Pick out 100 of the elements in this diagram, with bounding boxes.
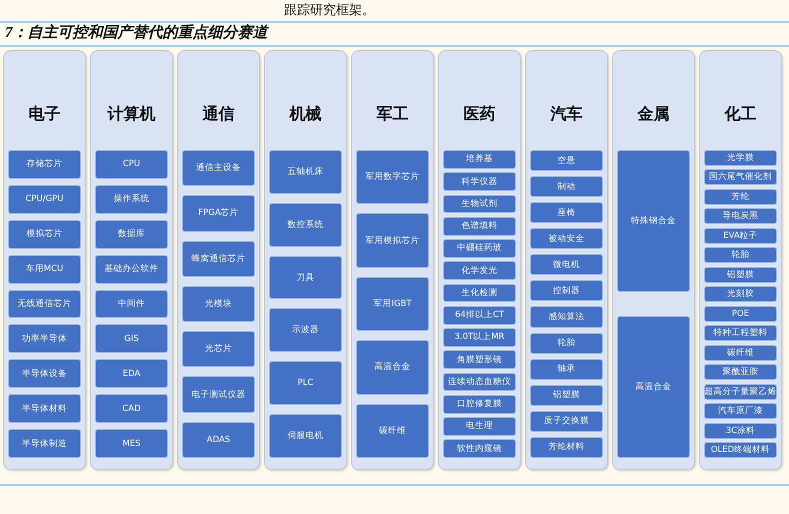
segment-box: 国六尾气催化剂	[704, 169, 777, 186]
segment-box: 五轴机床	[269, 150, 342, 194]
segment-box: 铝塑膜	[530, 384, 603, 406]
segment-box: ADAS	[182, 422, 255, 458]
segment-box: 光刻胶	[704, 286, 777, 302]
segment-box: 轮胎	[530, 332, 603, 354]
segment-box: POE	[704, 306, 777, 322]
segment-box: 特殊钢合金	[617, 150, 690, 292]
segment-box: 高温合金	[617, 316, 690, 458]
segment-box: 车用MCU	[8, 254, 81, 284]
segment-box: 电生理	[443, 417, 516, 436]
segment-box: EVA粒子	[704, 228, 777, 244]
segment-box: 化学发光	[443, 261, 516, 280]
segment-box: 示波器	[269, 308, 342, 352]
category-column	[264, 50, 347, 470]
segment-box: 空悬	[530, 150, 603, 172]
segment-box: 控制器	[530, 280, 603, 302]
segment-box: 芳纶	[704, 188, 777, 205]
segment-box: 软性内窥镜	[443, 439, 516, 458]
column-heading: 通信	[202, 104, 234, 123]
segment-box: CPU/GPU	[8, 184, 81, 214]
segment-box: 军用模拟芯片	[356, 213, 429, 268]
segment-box: 超高分子量聚乙烯	[704, 384, 777, 400]
segment-box: GIS	[95, 324, 168, 354]
figure-title: 7：自主可控和国产替代的重点细分赛道	[5, 25, 268, 42]
segment-box: 存储芯片	[8, 150, 81, 179]
segment-box: 半导体制造	[8, 429, 81, 458]
segment-box: 3.0T以上MR	[443, 328, 516, 347]
segment-box: EDA	[95, 359, 168, 388]
category-column	[3, 50, 86, 470]
column-heading: 电子	[28, 104, 60, 123]
segment-box: 通信主设备	[182, 150, 255, 186]
segment-box: 光芯片	[182, 331, 255, 368]
segment-box: 高温合金	[356, 340, 429, 395]
segment-box: 聚酰亚胺	[704, 364, 777, 380]
segment-box: 功率半导体	[8, 324, 81, 354]
segment-box: CPU	[95, 150, 168, 179]
segment-box: 碳纤维	[356, 404, 429, 458]
segment-box: FPGA芯片	[182, 195, 255, 232]
column-heading: 汽车	[550, 104, 582, 123]
segment-box: 操作系统	[95, 184, 168, 214]
category-column	[525, 50, 608, 470]
segment-box: 碳纤维	[704, 344, 777, 361]
category-column	[438, 50, 521, 470]
segment-box: 连续动态血糖仪	[443, 372, 516, 392]
segment-box: MES	[95, 429, 168, 458]
segment-box: PLC	[269, 361, 342, 406]
category-column	[177, 50, 260, 470]
segment-box: 汽车原厂漆	[704, 403, 777, 420]
segment-box: 制动	[530, 176, 603, 198]
segment-box: 被动安全	[530, 228, 603, 250]
column-heading: 化工	[724, 104, 756, 123]
segment-box: 64排以上CT	[443, 306, 516, 324]
segment-box: 数控系统	[269, 202, 342, 247]
body-text: 跟踪研究框架。	[284, 2, 375, 17]
segment-box: 光模块	[182, 286, 255, 322]
segment-box: 刀具	[269, 256, 342, 300]
segment-box: 模拟芯片	[8, 220, 81, 249]
segment-box: 3C涂料	[704, 422, 777, 439]
segment-box: 光学膜	[704, 150, 777, 166]
segment-box: 座椅	[530, 202, 603, 224]
segment-box: 轮胎	[704, 247, 777, 264]
segment-box: 电子测试仪器	[182, 376, 255, 413]
segment-box: 半导体设备	[8, 359, 81, 388]
column-heading: 金属	[638, 104, 670, 123]
category-column	[351, 50, 434, 470]
segment-box: 色谱填料	[443, 216, 516, 236]
category-column	[699, 50, 782, 470]
segment-box: 军用数字芯片	[356, 150, 429, 204]
segment-box: CAD	[95, 394, 168, 424]
segment-box: 口腔修复膜	[443, 394, 516, 414]
segment-box: 特种工程塑料	[704, 325, 777, 342]
segment-box: 铝塑膜	[704, 266, 777, 283]
segment-box: 无线通信芯片	[8, 290, 81, 318]
segment-box: 轴承	[530, 358, 603, 380]
segment-box: 培养基	[443, 150, 516, 169]
segment-box: 半导体材料	[8, 394, 81, 424]
segment-box: 科学仪器	[443, 172, 516, 191]
column-heading: 医药	[464, 104, 496, 123]
segment-box: 角膜塑形镜	[443, 350, 516, 369]
column-heading: 机械	[290, 104, 322, 123]
segment-box: 导电炭黑	[704, 208, 777, 224]
segment-box: 蜂窝通信芯片	[182, 240, 255, 277]
segment-box: 中间件	[95, 290, 168, 318]
segment-box: 军用IGBT	[356, 276, 429, 332]
segment-box: OLED终端材料	[704, 442, 777, 458]
segment-box: 基础办公软件	[95, 254, 168, 284]
segment-box: 感知算法	[530, 306, 603, 328]
category-column	[612, 50, 695, 470]
segment-box: 微电机	[530, 254, 603, 276]
segment-box: 芳纶材料	[530, 436, 603, 458]
segment-box: 数据库	[95, 220, 168, 249]
segment-box: 伺服电机	[269, 414, 342, 458]
category-column	[90, 50, 173, 470]
segment-box: 质子交换膜	[530, 410, 603, 432]
segment-box: 生化检测	[443, 284, 516, 302]
column-heading: 计算机	[108, 104, 156, 123]
segment-box: 生物试剂	[443, 194, 516, 214]
column-heading: 军工	[376, 104, 408, 123]
segment-box: 中硼硅药玻	[443, 239, 516, 258]
